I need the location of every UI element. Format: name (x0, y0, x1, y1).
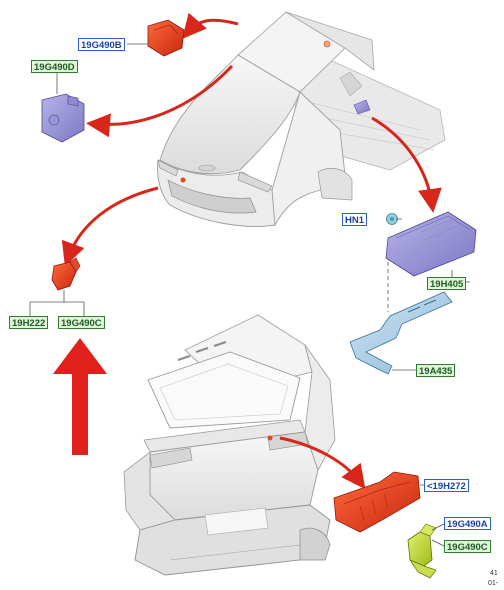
big-up-arrow-icon (53, 338, 107, 455)
callout-arrows (61, 12, 442, 490)
part-19h405[interactable] (385, 211, 477, 277)
label-19h222[interactable]: 19H222 (9, 316, 49, 329)
reference-date: 01- (488, 580, 499, 587)
part-19g490b-top[interactable] (147, 19, 185, 57)
label-19g490b-top[interactable]: 19G490B (78, 38, 125, 51)
rear-vehicle-illustration (123, 314, 336, 576)
label-19g490c-left[interactable]: 19G490C (58, 316, 105, 329)
part-19g490d[interactable] (41, 93, 85, 143)
front-vehicle-illustration (157, 11, 446, 227)
part-19h272[interactable] (333, 471, 421, 533)
label-19g490c-right[interactable]: 19G490C (444, 540, 491, 553)
part-19a435[interactable] (349, 291, 453, 375)
part-hn1[interactable] (386, 213, 398, 225)
label-19h272[interactable]: <19H272 (424, 479, 469, 492)
leader-lines-left (29, 290, 85, 316)
label-19h405[interactable]: 19H405 (427, 277, 467, 290)
label-19g490d[interactable]: 19G490D (31, 60, 78, 73)
part-19g490a[interactable] (407, 523, 437, 579)
label-hn1[interactable]: HN1 (342, 213, 368, 226)
label-19g490a[interactable]: 19G490A (444, 517, 491, 530)
reference-number: 41 (490, 570, 498, 577)
part-19g490c-left[interactable] (51, 257, 81, 291)
label-19a435[interactable]: 19A435 (416, 364, 456, 377)
